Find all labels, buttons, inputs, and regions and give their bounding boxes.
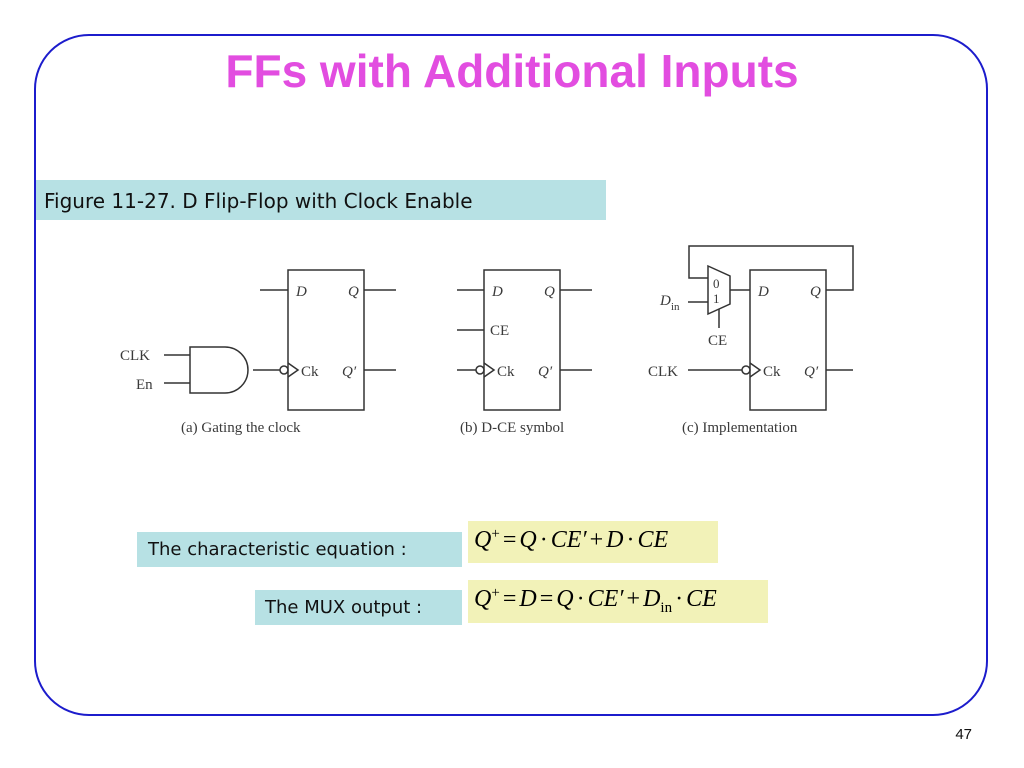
label-a-d: D xyxy=(295,284,307,300)
label-c-qprime: Q′ xyxy=(804,364,819,380)
label-b-d: D xyxy=(491,284,503,300)
characteristic-equation: Q+=Q·CE′+D·CE xyxy=(468,521,718,563)
slide-title: FFs with Additional Inputs xyxy=(225,45,799,97)
label-c-din: D xyxy=(659,293,671,309)
eq1-term-d: D xyxy=(606,527,624,553)
eq1-lhs-sup: + xyxy=(491,526,500,542)
label-c-clk: CLK xyxy=(648,364,678,380)
eq1-lhs: Q xyxy=(474,527,492,553)
label-c-q: Q xyxy=(810,284,821,300)
label-b-ce: CE xyxy=(490,323,509,339)
eq2-term-d: D xyxy=(519,586,537,612)
label-a-qprime: Q′ xyxy=(342,364,357,380)
diagram-b xyxy=(457,269,592,411)
label-b-qprime: Q′ xyxy=(538,364,553,380)
eq2-term-din: D xyxy=(643,586,661,612)
label-b-ck: Ck xyxy=(497,364,515,380)
caption-c: (c) Implementation xyxy=(682,420,798,436)
label-a-q: Q xyxy=(348,284,359,300)
label-a-en: En xyxy=(136,377,153,393)
mux-output-equation: Q+=D=Q·CE′+Din·CE xyxy=(468,580,768,623)
characteristic-equation-label: The characteristic equation : xyxy=(137,532,462,567)
diagram-a xyxy=(164,269,396,411)
eq2-term-ceprime: CE′ xyxy=(587,586,624,612)
ff-box-a xyxy=(287,269,365,411)
eq2-term-q: Q xyxy=(556,586,574,612)
label-c-ck: Ck xyxy=(763,364,781,380)
ff-box-c xyxy=(749,269,827,411)
caption-a: (a) Gating the clock xyxy=(181,420,301,436)
eq1-term-ce: CE xyxy=(637,527,669,553)
eq2-term-din-sub: in xyxy=(660,599,673,616)
label-c-ce: CE xyxy=(708,333,727,349)
label-c-d: D xyxy=(757,284,769,300)
figure-caption: Figure 11-27. D Flip-Flop with Clock Ena… xyxy=(36,180,606,220)
and-gate xyxy=(189,346,249,394)
label-c-mux1: 1 xyxy=(713,291,720,306)
mux xyxy=(707,264,731,316)
mux-output-label: The MUX output : xyxy=(255,590,462,625)
ff-box-b xyxy=(483,269,561,411)
eq2-term-ce: CE xyxy=(686,586,717,612)
label-a-ck: Ck xyxy=(301,364,319,380)
eq2-lhs-sup: + xyxy=(491,585,500,601)
diagram-c xyxy=(688,245,854,411)
label-c-din-sub: in xyxy=(671,301,680,313)
caption-b: (b) D-CE symbol xyxy=(460,420,564,436)
eq1-term-q: Q xyxy=(519,527,537,553)
eq2-lhs: Q xyxy=(474,586,492,612)
page-number: 47 xyxy=(955,726,972,743)
eq1-term-ceprime: CE′ xyxy=(550,527,587,553)
label-a-clk: CLK xyxy=(120,348,150,364)
slide-frame xyxy=(34,34,988,716)
label-b-q: Q xyxy=(544,284,555,300)
label-c-mux0: 0 xyxy=(713,276,720,291)
